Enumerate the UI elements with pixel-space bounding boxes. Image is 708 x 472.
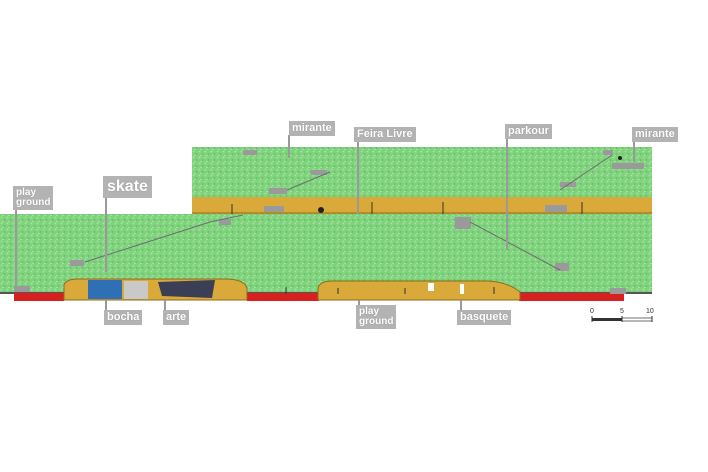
basquete-hoop — [460, 284, 464, 294]
label-mirante-left: mirante — [289, 121, 335, 136]
label-basquete: basquete — [457, 310, 512, 325]
red-strip-3 — [519, 293, 624, 301]
scale-bar — [591, 316, 653, 322]
leader-lines — [15, 135, 635, 312]
red-strip-2 — [247, 293, 319, 301]
upper-terrace — [192, 147, 652, 197]
scale-tick-10: 10 — [646, 308, 654, 315]
label-playground-center: play ground — [356, 305, 397, 329]
label-skate: skate — [103, 176, 152, 198]
graffiti-mural-mid — [124, 281, 148, 299]
scale-tick-5: 5 — [620, 308, 624, 315]
label-arte: arte — [163, 310, 190, 325]
label-feira-livre: Feira Livre — [354, 127, 416, 142]
upper-walkway-edge — [192, 212, 652, 214]
graffiti-mural-right — [158, 280, 215, 298]
person-mirante — [618, 156, 622, 160]
scale-tick-0: 0 — [590, 308, 594, 315]
central-structure — [317, 280, 521, 301]
label-bocha: bocha — [104, 310, 143, 325]
lamp-posts — [231, 202, 583, 294]
graffiti-mural-left — [88, 280, 122, 299]
label-mirante-right: mirante — [632, 127, 678, 142]
red-strip-1 — [14, 293, 64, 301]
tree-upper — [318, 207, 324, 213]
structure-door — [428, 283, 434, 291]
label-parkour: parkour — [505, 124, 552, 139]
upper-walkway — [192, 197, 652, 214]
label-playground-left: play ground — [13, 186, 54, 210]
